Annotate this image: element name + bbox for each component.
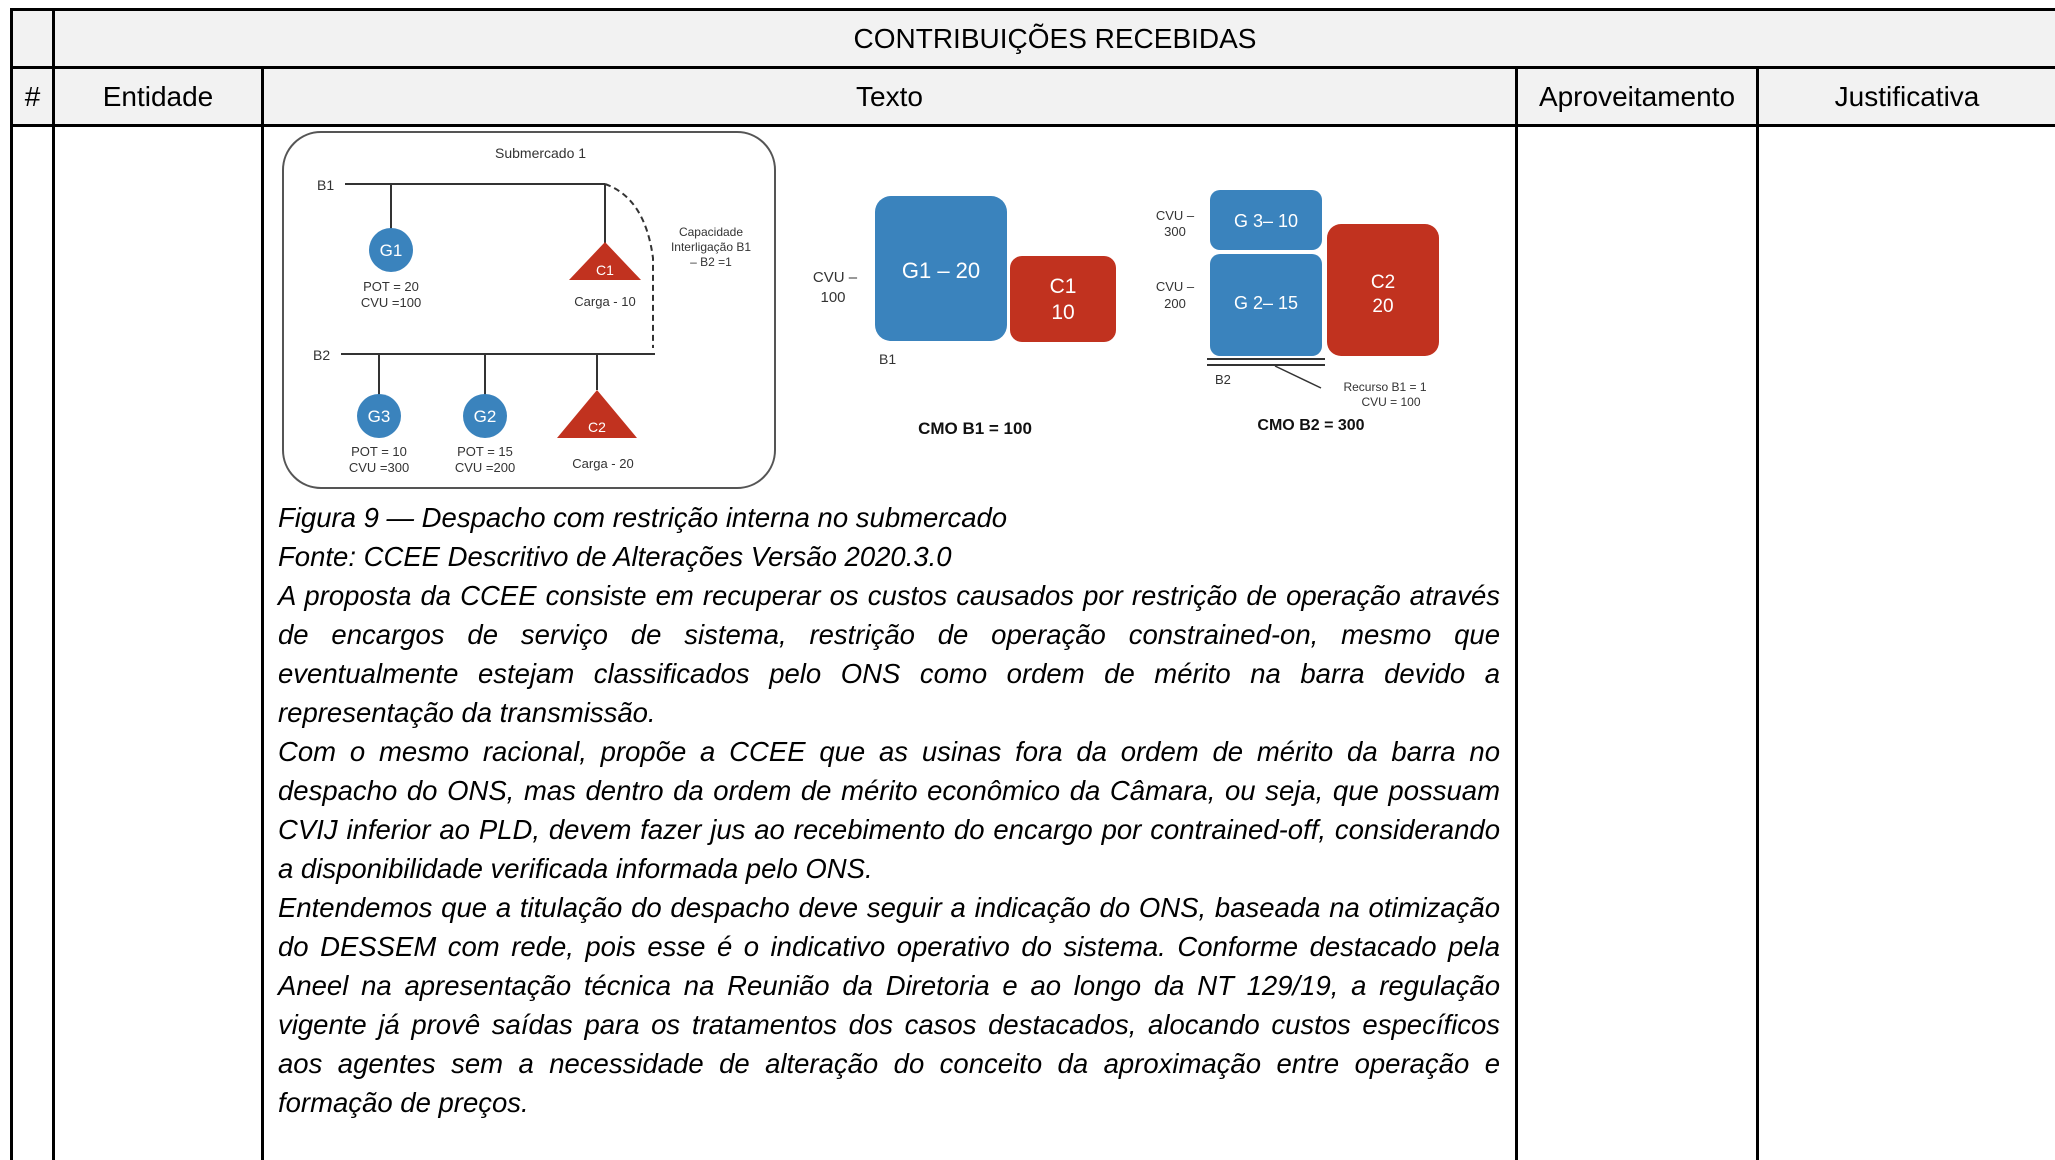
right-cvu300-1: CVU –: [1156, 208, 1195, 223]
c1-triangle: [569, 242, 641, 280]
col-divider-texto: [1515, 66, 1518, 1160]
c2-label: C2: [588, 419, 606, 435]
title-row: [55, 11, 2055, 66]
col-divider-aproveitamento: [1756, 66, 1759, 1160]
cmo-b1: CMO B1 = 100: [918, 419, 1032, 438]
g1-circle: [369, 228, 413, 272]
capacidade-line2: Interligação B1: [671, 240, 751, 254]
g3-circle: [357, 394, 401, 438]
mid-c1-label-1: C1: [1050, 275, 1077, 298]
bus-b2-label: B2: [313, 347, 330, 363]
g1-pot: POT = 20: [363, 279, 419, 294]
c2-triangle: [557, 390, 637, 438]
paragraph-2: Com o mesmo racional, propõe a CCEE que …: [278, 736, 1500, 884]
right-cvu300-2: 300: [1164, 224, 1186, 239]
bus-b1-label: B1: [317, 177, 334, 193]
right-c2-block: [1327, 224, 1439, 356]
c2-carga: Carga - 20: [572, 456, 633, 471]
paragraph-1: A proposta da CCEE consiste em recuperar…: [278, 580, 1500, 728]
recurso-pointer: [1274, 365, 1322, 389]
mid-g1-label: G1 – 20: [902, 258, 980, 283]
mid-g1-block: [875, 196, 1007, 341]
header-num: #: [24, 81, 41, 112]
mid-cvu-label-1: CVU –: [813, 269, 858, 286]
submercado-label: Submercado 1: [495, 145, 586, 161]
right-cvu200-2: 200: [1164, 296, 1186, 311]
table-title: CONTRIBUIÇÕES RECEBIDAS: [853, 23, 1257, 54]
cmo-b2: CMO B2 = 300: [1257, 417, 1364, 434]
g3-pot: POT = 10: [351, 444, 407, 459]
figure-caption: Figura 9 — Despacho com restrição intern…: [278, 502, 1008, 533]
table-top-border: [10, 8, 2055, 11]
c1-label: C1: [596, 262, 614, 278]
c1-carga: Carga - 10: [574, 294, 635, 309]
recurso-line1: Recurso B1 = 1: [1343, 380, 1426, 394]
g1-cvu: CVU =100: [361, 295, 421, 310]
header-row: [55, 69, 2055, 124]
g2-circle: [463, 394, 507, 438]
right-g2-block: [1210, 254, 1322, 356]
right-g3-label: G 3– 10: [1234, 211, 1298, 231]
capacidade-line3: – B2 =1: [690, 255, 732, 269]
g2-pot: POT = 15: [457, 444, 513, 459]
mid-c1-label-2: 10: [1051, 301, 1074, 324]
g2-cvu: CVU =200: [455, 460, 515, 475]
right-cvu200-1: CVU –: [1156, 279, 1195, 294]
submercado-box: [282, 131, 776, 489]
title-row-border: [10, 66, 2055, 69]
header-aproveitamento: Aproveitamento: [1538, 81, 1736, 112]
header-row-border: [10, 124, 2055, 127]
mid-c1-block: [1010, 256, 1116, 342]
right-g2-label: G 2– 15: [1234, 293, 1298, 313]
dispatch-figure: Submercado 1 B1 G1 POT = 20 CVU =100 C1 …: [282, 131, 1439, 489]
header-entidade: Entidade: [102, 81, 214, 112]
g3-cvu: CVU =300: [349, 460, 409, 475]
header-texto: Texto: [856, 81, 923, 112]
right-c2-label-2: 20: [1372, 296, 1393, 317]
g2-label: G2: [474, 407, 497, 426]
figure-source: Fonte: CCEE Descritivo de Alterações Ver…: [278, 541, 952, 572]
header-justificativa: Justificativa: [1834, 81, 1980, 112]
interconnection-line: [604, 183, 654, 348]
recurso-line2: CVU = 100: [1361, 395, 1420, 409]
mid-b1-label: B1: [879, 351, 896, 367]
g3-label: G3: [368, 407, 391, 426]
right-g3-block: [1210, 190, 1322, 250]
col-divider-num: [52, 8, 55, 1160]
paragraph-3: Entendemos que a titulação do despacho d…: [278, 892, 1500, 1118]
contribution-text: Figura 9 — Despacho com restrição intern…: [278, 498, 1500, 1122]
g1-label: G1: [380, 241, 403, 260]
col-divider-entidade: [261, 66, 264, 1160]
table-left-border: [10, 8, 13, 1160]
right-c2-label-1: C2: [1371, 272, 1395, 293]
capacidade-line1: Capacidade: [679, 225, 743, 239]
mid-cvu-label-2: 100: [820, 289, 845, 306]
right-b2-label: B2: [1215, 372, 1231, 387]
